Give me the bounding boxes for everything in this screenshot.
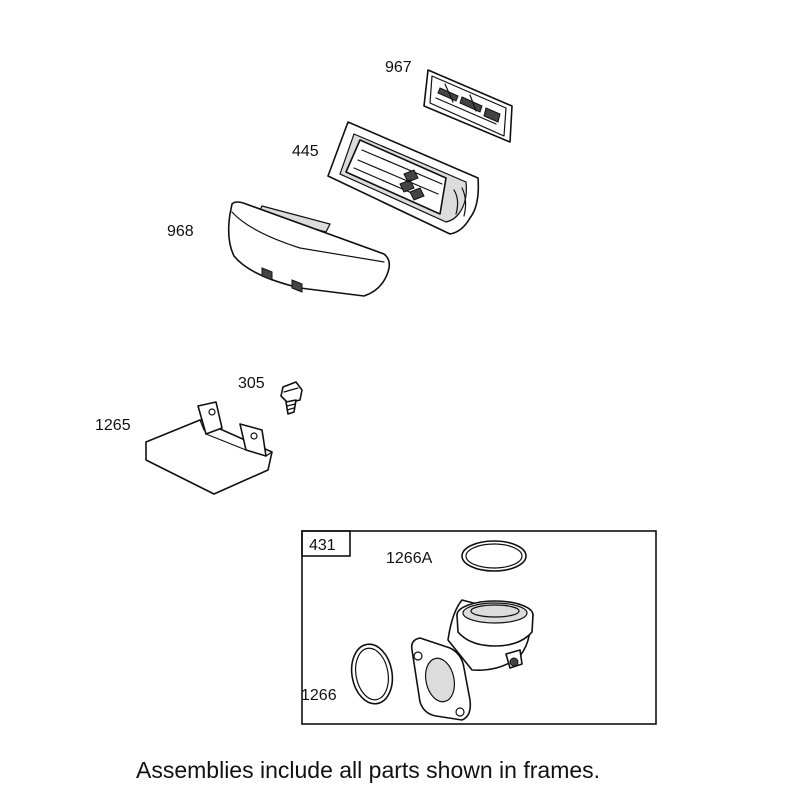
part-967-decal[interactable] — [423, 69, 513, 143]
label-445: 445 — [292, 143, 319, 160]
label-305: 305 — [238, 375, 265, 392]
assembly-frame-tag — [301, 530, 351, 557]
label-431: 431 — [309, 537, 336, 554]
label-1266: 1266 — [301, 687, 337, 704]
intake-elbow[interactable] — [410, 599, 534, 721]
footer-note: Assemblies include all parts shown in fr… — [136, 757, 600, 783]
part-1265-bracket[interactable] — [145, 401, 273, 495]
part-1266A-o-ring[interactable] — [461, 540, 527, 572]
part-968-cover[interactable] — [227, 201, 391, 297]
label-1265: 1265 — [95, 417, 131, 434]
part-445-air-filter[interactable] — [327, 121, 480, 235]
part-1266-gasket[interactable] — [347, 641, 397, 707]
assembly-frame — [301, 530, 657, 725]
part-305-screw[interactable] — [280, 381, 303, 415]
label-968: 968 — [167, 223, 194, 240]
label-1266A: 1266A — [386, 550, 433, 567]
label-967: 967 — [385, 59, 412, 76]
